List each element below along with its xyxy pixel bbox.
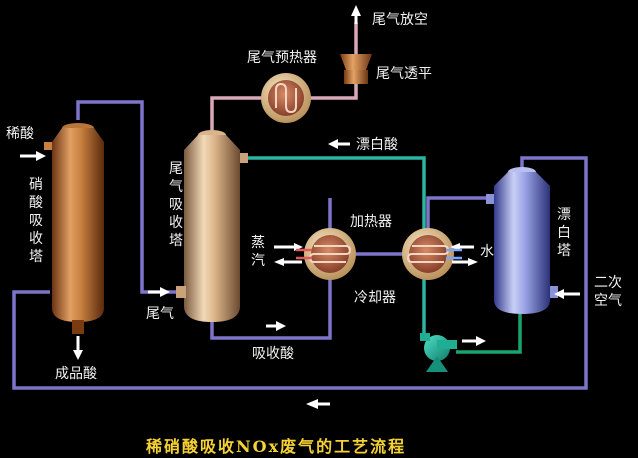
label-bleach-tower: 漂白塔 [557,207,571,259]
nitric-acid-tower [44,123,104,334]
bleach-tower [486,167,558,314]
pipe-teal-group [244,156,426,338]
label-tail-vent: 尾气放空 [372,12,428,28]
label-water: 水 [480,244,494,260]
label-product-acid: 成品酸 [55,366,97,382]
pump [420,333,457,372]
label-dilute-acid: 稀酸 [6,126,34,142]
flow-arrows [20,5,580,409]
label-preheater: 尾气预热器 [247,50,317,66]
label-nitric-tower: 硝酸吸收塔 [29,177,43,265]
pipe-green-group [456,312,522,354]
label-expander: 尾气透平 [376,66,432,82]
heater [304,228,356,280]
tail-gas-tower [176,130,248,322]
label-secondary-air: 二次空气 [594,275,622,309]
pipe-cooler-to-bleach [426,196,498,230]
label-heater: 加热器 [350,214,392,230]
preheater [261,73,311,123]
label-tail-gas: 尾气 [146,306,174,322]
page-title: 稀硝酸吸收NOx废气的工艺流程 [146,437,407,456]
pipe-pump-to-bleach [456,312,522,354]
label-cooler: 冷却器 [354,290,396,306]
label-bleach-acid: 漂白酸 [356,137,398,153]
pipe-bleach-acid [244,156,426,232]
pipe-bleach-return [12,156,588,390]
pipe-tailgas-to-preheater [210,96,262,130]
label-steam: 蒸汽 [251,235,265,269]
cooler [402,228,454,280]
expander [340,54,372,84]
label-tail-gas-tower: 尾气吸收塔 [169,161,183,249]
heat-exchange-lines [296,248,462,260]
label-absorb-acid: 吸收酸 [252,346,294,362]
